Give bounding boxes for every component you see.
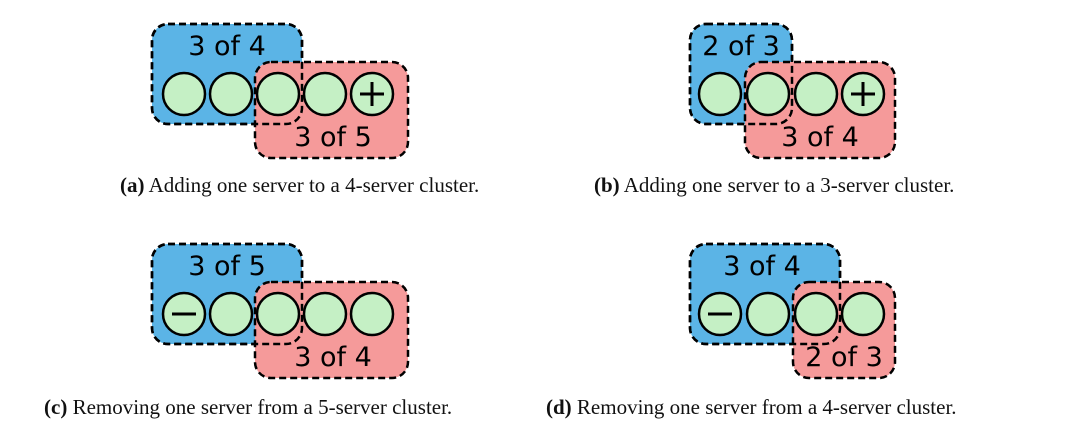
caption-text: Removing one server from a 4-server clus… [571,395,957,419]
server-node [840,291,886,337]
caption-b: (b) Adding one server to a 3-server clus… [594,173,954,197]
caption-letter: (b) [594,173,620,197]
remove-server-icon [161,291,207,337]
server-node [208,71,254,117]
server-node [255,291,301,337]
server-node [793,71,839,117]
server-node [697,71,743,117]
server-node [349,291,395,337]
old-config-label: 3 of 4 [188,31,266,62]
caption-c: (c) Removing one server from a 5-server … [44,395,452,419]
caption-a: (a) Adding one server to a 4-server clus… [120,173,479,197]
server-node [302,291,348,337]
server-node [161,71,207,117]
server-node [745,291,791,337]
add-server-icon [349,71,395,117]
old-config-label: 3 of 4 [723,251,801,282]
caption-text: Adding one server to a 4-server cluster. [144,173,480,197]
caption-letter: (a) [120,173,145,197]
caption-letter: (c) [44,395,68,419]
caption-text: Adding one server to a 3-server cluster. [619,173,955,197]
caption-text: Removing one server from a 5-server clus… [67,395,453,419]
server-node [255,71,301,117]
server-node [302,71,348,117]
caption-d: (d) Removing one server from a 4-server … [546,395,957,419]
new-config-label: 2 of 3 [805,342,883,373]
new-config-label: 3 of 4 [781,122,859,153]
add-server-icon [840,71,886,117]
remove-server-icon [697,291,743,337]
old-config-label: 3 of 5 [188,251,266,282]
new-config-label: 3 of 5 [294,122,372,153]
server-node [793,291,839,337]
caption-letter: (d) [546,395,572,419]
server-node [208,291,254,337]
new-config-label: 3 of 4 [294,342,372,373]
server-node [745,71,791,117]
old-config-label: 2 of 3 [702,31,780,62]
